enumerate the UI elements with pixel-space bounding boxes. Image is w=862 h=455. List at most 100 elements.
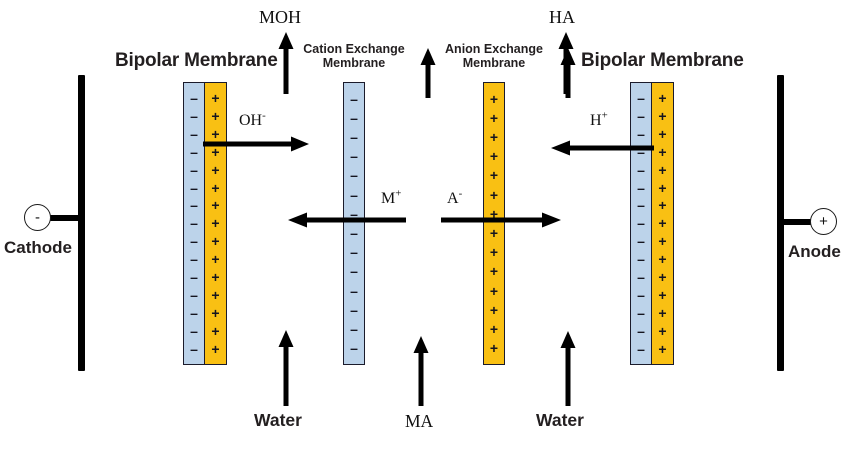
cation-exchange-negative-sign: – <box>350 186 358 203</box>
bipolar-left-positive-sign: + <box>211 143 220 160</box>
bipolar-membrane-left-label: Bipolar Membrane <box>115 50 278 71</box>
ha-outlet-arrow <box>557 32 575 94</box>
anion-exchange-positive-sign: + <box>489 225 499 242</box>
bipolar-left-positive-sign: + <box>211 197 220 214</box>
anion-exchange-positive-sign: + <box>489 148 499 165</box>
anion-exchange-positive-sign: + <box>489 186 499 203</box>
cathode-lead-wire <box>50 215 82 221</box>
cation-exchange-negative-sign: – <box>350 282 358 299</box>
anion-exchange-positive-sign: + <box>489 129 499 145</box>
cation-exchange-negative-sign: – <box>350 205 358 222</box>
cation-exchange-negative-sign: – <box>350 109 358 126</box>
bipolar-right-positive-sign: + <box>658 340 667 357</box>
bipolar-left-negative-sign: – <box>190 197 198 214</box>
water-feed-right-arrow <box>559 331 577 406</box>
anode-lead-wire <box>781 219 811 225</box>
bipolar-right-negative-sign: – <box>637 89 645 106</box>
bipolar-left-positive-sign: + <box>211 107 220 124</box>
bipolar-left-negative-sign: – <box>190 251 198 268</box>
bipolar-left-positive-sign: + <box>211 125 220 142</box>
cation-exchange-negative-sign: – <box>350 301 358 318</box>
bipolar-left-positive-sign: + <box>211 322 220 339</box>
bipolar-right-positive-sign: + <box>658 233 667 250</box>
bipolar-left-positive-sign: + <box>211 233 220 250</box>
bipolar-membrane-right: ––––––––––––––– +++++++++++++++ <box>630 82 674 365</box>
bipolar-left-negative-sign: – <box>190 322 198 339</box>
cation-charge: + <box>395 187 402 200</box>
bipolar-membrane-left: ––––––––––––––– +++++++++++++++ <box>183 82 227 365</box>
hydroxide-transport-arrow <box>203 136 309 152</box>
bipolar-right-negative-sign: – <box>637 125 645 142</box>
bipolar-left-positive-sign: + <box>211 161 220 178</box>
water-feed-left-arrow <box>277 330 295 406</box>
anion-exchange-positive-sign: + <box>489 109 499 126</box>
anion-exchange-membrane-label: Anion Exchange Membrane <box>439 42 549 70</box>
salt-feed-label: MA <box>405 411 434 431</box>
anion-exchange-positive-sign: + <box>489 263 499 280</box>
anion-exchange-positive-sign: + <box>489 282 499 299</box>
cation-exchange-membrane-label-line1: Cation Exchange <box>303 42 405 56</box>
bipolar-right-negative-sign: – <box>637 161 645 178</box>
cathode-electrode-bar <box>78 75 85 371</box>
bipolar-left-negative-sign: – <box>190 107 198 124</box>
anion-exchange-positive-sign: + <box>489 321 499 338</box>
bipolar-right-negative-sign: – <box>637 197 645 214</box>
bipolar-right-positive-sign: + <box>658 179 667 196</box>
bipolar-left-positive-sign: + <box>211 305 220 322</box>
proton-base: H <box>590 112 602 129</box>
bipolar-left-negative-sign: – <box>190 233 198 250</box>
bipolar-left-negative-sign: – <box>190 125 198 142</box>
anion-exchange-positive-sign: + <box>489 340 499 357</box>
bipolar-right-positive-sign: + <box>658 322 667 339</box>
anode-terminal-plus-icon: + <box>810 208 837 235</box>
bipolar-right-positive-sign: + <box>658 287 667 304</box>
cation-exchange-membrane-label: Cation Exchange Membrane <box>299 42 409 70</box>
proton-transport-arrow <box>551 140 654 156</box>
bipolar-right-negative-sign: – <box>637 233 645 250</box>
anode-electrode-bar <box>777 75 784 371</box>
cation-transport-arrow <box>288 212 406 228</box>
cation-base: M <box>381 190 396 207</box>
bipolar-right-positive-sign: + <box>658 197 667 214</box>
bipolar-left-negative-sign: – <box>190 161 198 178</box>
bipolar-left-negative-sign: – <box>190 179 198 196</box>
bipolar-left-anion-layer: +++++++++++++++ <box>205 82 227 365</box>
cation-exchange-negative-sign: – <box>350 321 358 338</box>
bipolar-left-positive-sign: + <box>211 179 220 196</box>
bipolar-left-positive-sign: + <box>211 251 220 268</box>
bipolar-right-negative-sign: – <box>637 215 645 232</box>
bipolar-right-anion-layer: +++++++++++++++ <box>652 82 674 365</box>
anion-exchange-positive-sign: + <box>489 90 499 107</box>
cation-exchange-negative-sign: – <box>350 225 358 242</box>
bipolar-left-negative-sign: – <box>190 269 198 286</box>
bipolar-left-cation-layer: ––––––––––––––– <box>183 82 205 365</box>
bipolar-right-negative-sign: – <box>637 179 645 196</box>
anion-transport-arrow <box>441 212 561 228</box>
anion-exchange-positive-sign: + <box>489 205 499 222</box>
cathode-label: Cathode <box>4 238 72 257</box>
bipolar-right-positive-sign: + <box>658 269 667 286</box>
anion-exchange-positive-sign: + <box>489 167 499 184</box>
anion-exchange-positive-sign: + <box>489 244 499 261</box>
bipolar-right-cation-layer: ––––––––––––––– <box>630 82 652 365</box>
bipolar-right-negative-sign: – <box>637 269 645 286</box>
anion-base: A <box>447 190 459 207</box>
anion-exchange-membrane-label-line1: Anion Exchange <box>445 42 543 56</box>
bipolar-left-negative-sign: – <box>190 340 198 357</box>
ha-label: HA <box>549 7 575 27</box>
anion-label: A- <box>447 188 462 208</box>
cation-exchange-negative-sign: – <box>350 167 358 184</box>
anion-exchange-membrane: ++++++++++++++ <box>483 82 505 365</box>
cation-exchange-negative-sign: – <box>350 129 358 145</box>
bipolar-right-positive-sign: + <box>658 161 667 178</box>
hydroxide-ion-charge: - <box>262 109 266 122</box>
bipolar-right-positive-sign: + <box>658 215 667 232</box>
cation-exchange-negative-sign: – <box>350 148 358 165</box>
hydroxide-ion-base: OH <box>239 112 263 129</box>
bipolar-right-negative-sign: – <box>637 251 645 268</box>
cation-exchange-membrane: –––––––––––––– <box>343 82 365 365</box>
water-feed-left-label: Water <box>254 410 302 430</box>
bipolar-left-positive-sign: + <box>211 89 220 106</box>
anion-exchange-membrane-label-line2: Membrane <box>462 56 526 70</box>
